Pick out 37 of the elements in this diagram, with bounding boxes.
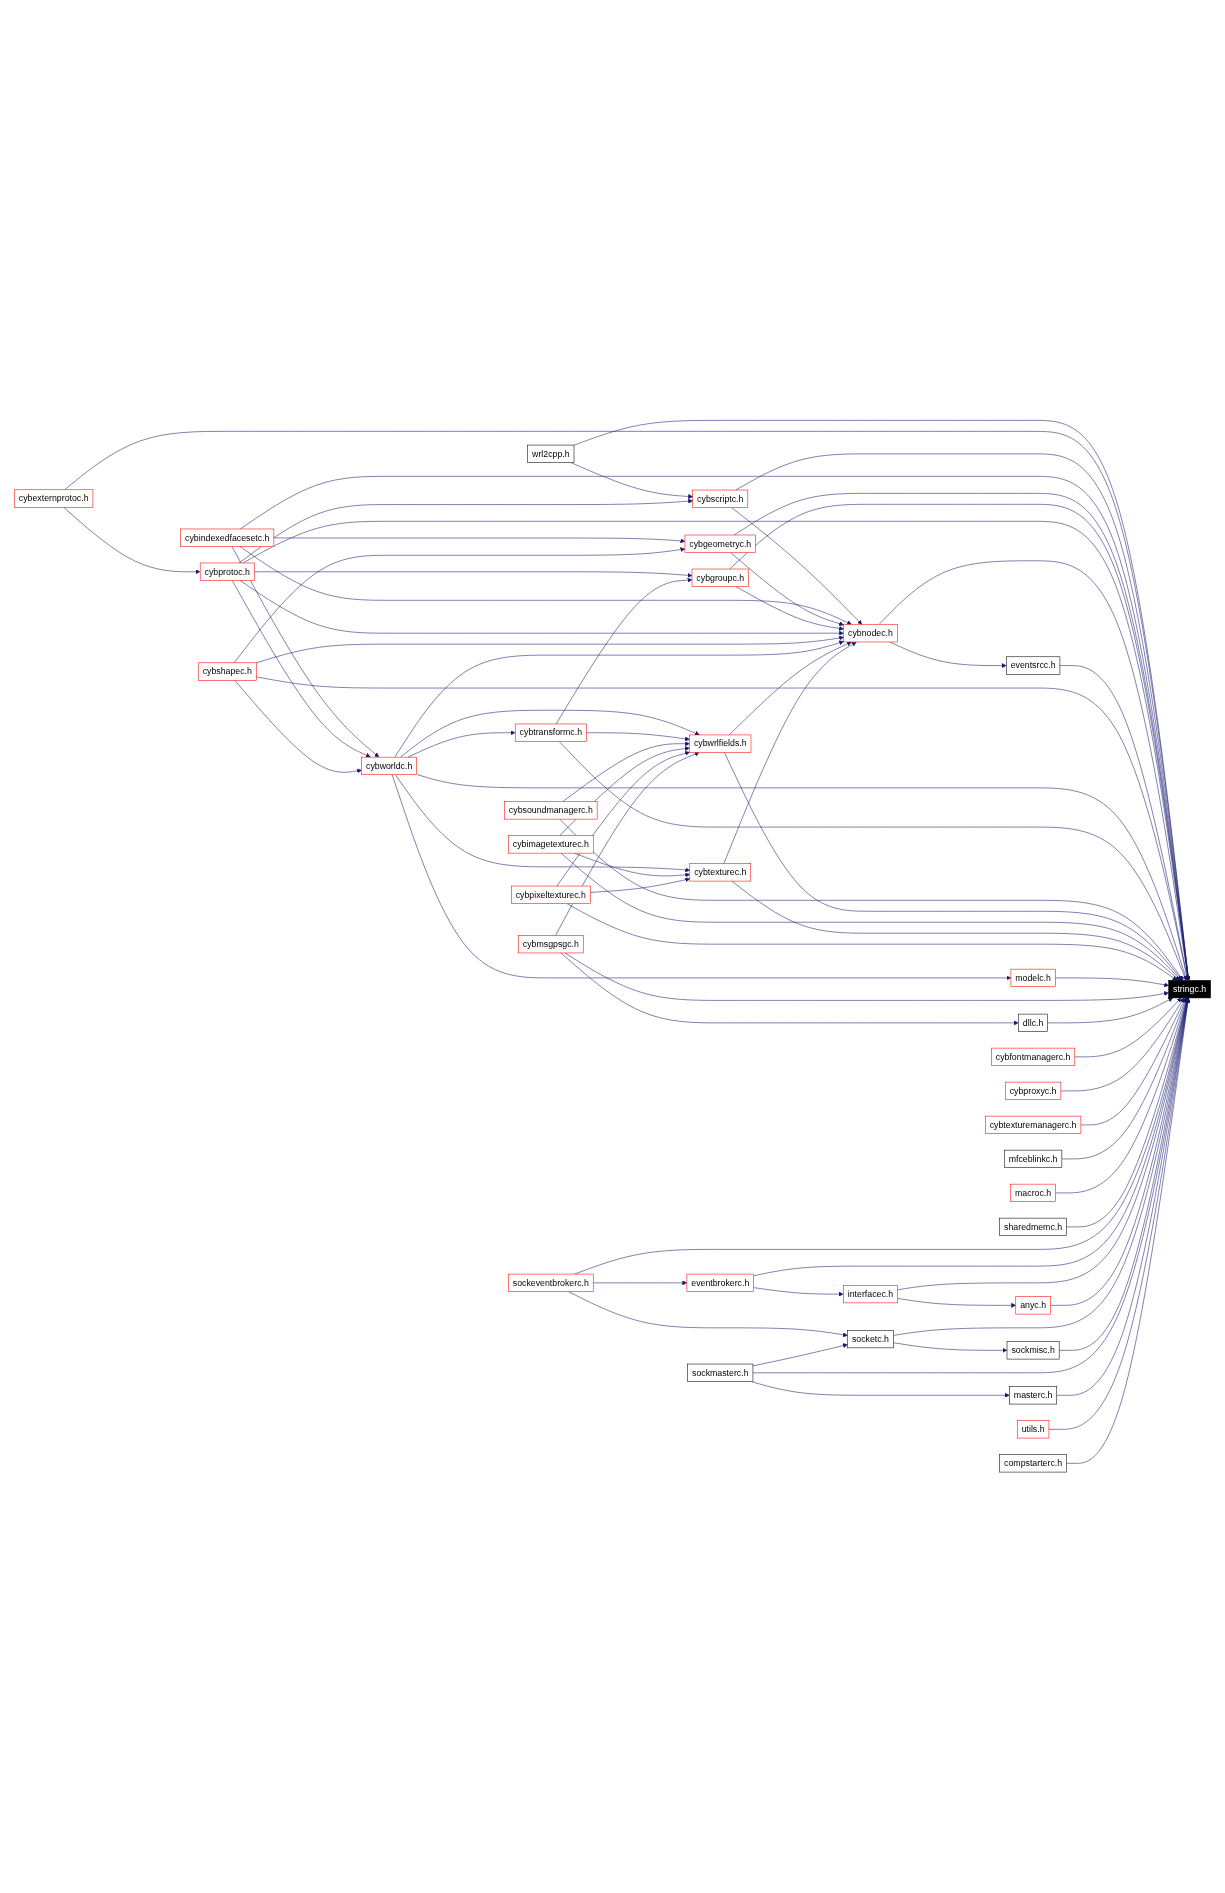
node-box: cybimagetexturec.h bbox=[508, 835, 594, 854]
node-box: stringc.h bbox=[1168, 980, 1211, 999]
node-box: eventsrcc.h bbox=[1006, 656, 1061, 675]
node-box: utils.h bbox=[1016, 1420, 1050, 1439]
node-box: cybsoundmanagerc.h bbox=[504, 801, 598, 820]
node-box: cybmsgpsgc.h bbox=[518, 935, 584, 954]
node-box: wrl2cpp.h bbox=[527, 445, 575, 464]
node-box: anyc.h bbox=[1015, 1296, 1051, 1315]
node-box: dllc.h bbox=[1018, 1014, 1048, 1033]
node-box: modelc.h bbox=[1010, 969, 1056, 988]
node-box: sockmisc.h bbox=[1006, 1341, 1060, 1360]
node-box: mfceblinkc.h bbox=[1004, 1150, 1063, 1169]
node-box: cybprotoc.h bbox=[199, 563, 255, 582]
node-box: sockeventbrokerc.h bbox=[508, 1274, 594, 1293]
node-box: cybshapec.h bbox=[197, 662, 257, 681]
node-box: cybpixeltexturec.h bbox=[511, 886, 591, 905]
node-box: socketc.h bbox=[847, 1330, 894, 1349]
node-box: cybindexedfacesetc.h bbox=[180, 528, 275, 548]
node-box: cybnodec.h bbox=[843, 624, 898, 643]
node-box: sockmasterc.h bbox=[687, 1364, 754, 1383]
node-box: cybworldc.h bbox=[361, 757, 417, 776]
node-box: sharedmemc.h bbox=[999, 1218, 1067, 1237]
node-box: compstarterc.h bbox=[999, 1454, 1067, 1473]
node-box: cybscriptc.h bbox=[692, 490, 749, 509]
node-box: macroc.h bbox=[1010, 1184, 1056, 1203]
node-box: cybgeometryc.h bbox=[684, 535, 756, 554]
node-box: cybexternprotoc.h bbox=[14, 489, 94, 508]
node-box: cybtexturec.h bbox=[689, 863, 752, 882]
node-box: cybwrlfields.h bbox=[689, 734, 752, 754]
node-box: cybfontmanagerc.h bbox=[991, 1048, 1076, 1067]
node-box: interfacec.h bbox=[843, 1285, 898, 1304]
node-box: cybproxyc.h bbox=[1005, 1082, 1062, 1101]
node-box: masterc.h bbox=[1009, 1386, 1058, 1405]
node-box: cybtransformc.h bbox=[514, 723, 587, 743]
node-box: cybgroupc.h bbox=[691, 569, 749, 588]
node-box: cybtexturemanagerc.h bbox=[985, 1116, 1082, 1135]
node-box: eventbrokerc.h bbox=[686, 1274, 754, 1293]
